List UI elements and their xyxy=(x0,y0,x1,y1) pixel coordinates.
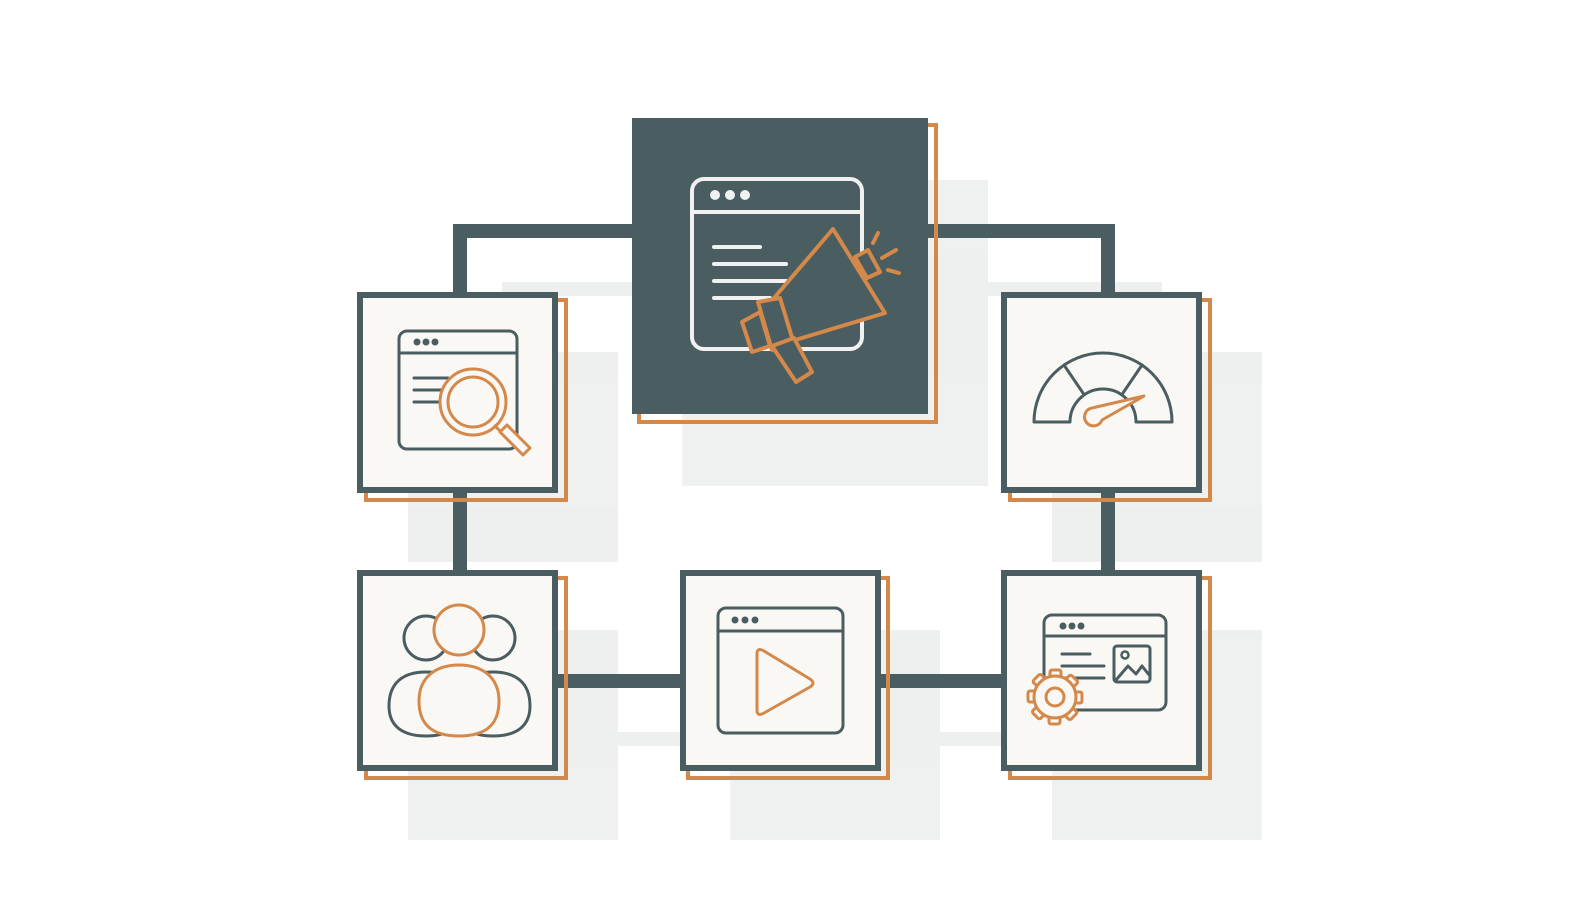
node-content-settings-tile xyxy=(1001,570,1202,771)
node-video[interactable] xyxy=(680,570,890,780)
megaphone-browser-icon xyxy=(690,177,901,384)
node-seo[interactable] xyxy=(357,292,568,502)
people-group-icon xyxy=(387,603,532,738)
browser-magnifier-icon xyxy=(397,329,532,457)
speedometer-icon xyxy=(1032,351,1174,428)
node-content-settings[interactable] xyxy=(1001,570,1212,780)
node-performance-tile xyxy=(1001,292,1202,493)
node-promotion[interactable] xyxy=(632,118,938,424)
browser-play-icon xyxy=(716,606,845,735)
node-performance[interactable] xyxy=(1001,292,1212,502)
connector-promotion-seo xyxy=(453,224,640,300)
connector-promotion-performance xyxy=(928,224,1115,300)
browser-gear-icon xyxy=(1026,613,1168,726)
node-video-tile xyxy=(680,570,881,771)
connector-lines xyxy=(453,224,1115,688)
gear-icon xyxy=(1026,668,1084,726)
node-audience[interactable] xyxy=(357,570,568,780)
